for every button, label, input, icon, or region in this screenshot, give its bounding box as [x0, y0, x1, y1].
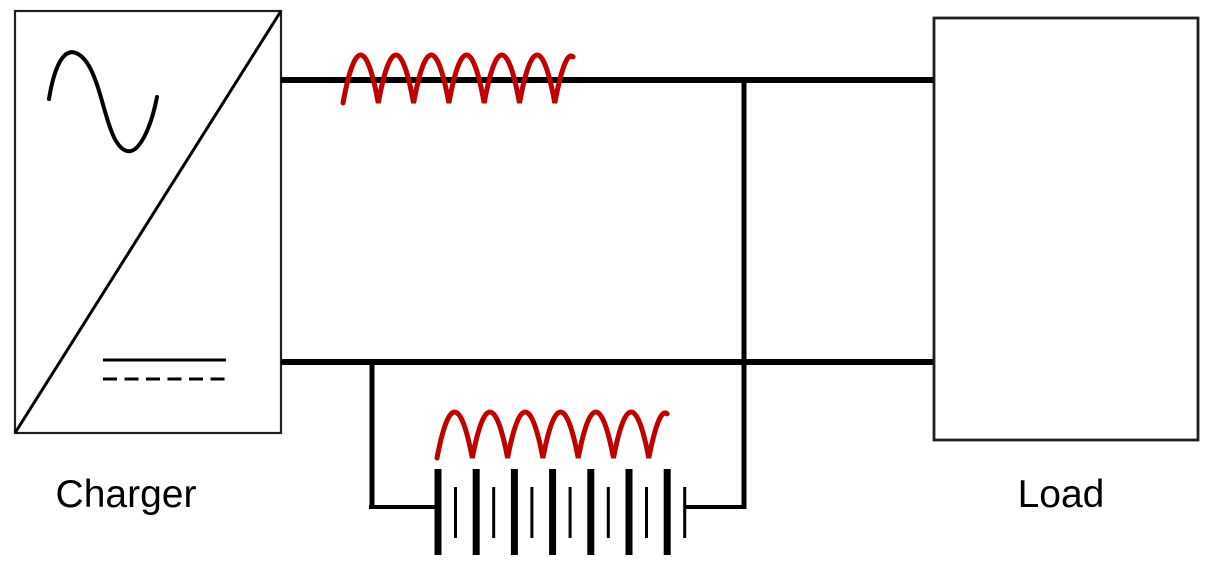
- battery-plate-long: [549, 469, 557, 555]
- battery-plate-long: [587, 469, 595, 555]
- battery-plate-long: [434, 469, 442, 555]
- load-label: Load: [1018, 473, 1105, 516]
- dc-symbol-icon: [103, 358, 226, 381]
- battery-plate-short: [683, 487, 687, 538]
- battery-branch: [434, 409, 687, 555]
- bus-wires: [281, 77, 936, 509]
- battery-plate-short: [568, 487, 572, 538]
- battery-plate-short: [454, 487, 457, 538]
- charger-label: Charger: [56, 473, 197, 516]
- battery-plates-icon: [434, 469, 687, 555]
- battery-plate-short: [530, 487, 534, 538]
- battery-plate-long: [663, 469, 671, 555]
- battery-inductor-coil-icon: [434, 409, 670, 461]
- battery-plate-short: [645, 487, 648, 538]
- battery-plate-long: [510, 469, 518, 555]
- load-box: [932, 16, 1200, 442]
- ac-dc-divider-line: [13, 10, 283, 434]
- battery-plate-short: [606, 487, 610, 538]
- ac-sine-wave-icon: [47, 50, 159, 154]
- load-block: Load: [932, 16, 1200, 516]
- battery-plate-long: [472, 469, 480, 555]
- battery-plate-long: [625, 469, 633, 555]
- charger-block: Charger: [13, 9, 283, 516]
- battery-plate-short: [492, 487, 496, 538]
- top-inductor-coil-icon: [340, 52, 576, 106]
